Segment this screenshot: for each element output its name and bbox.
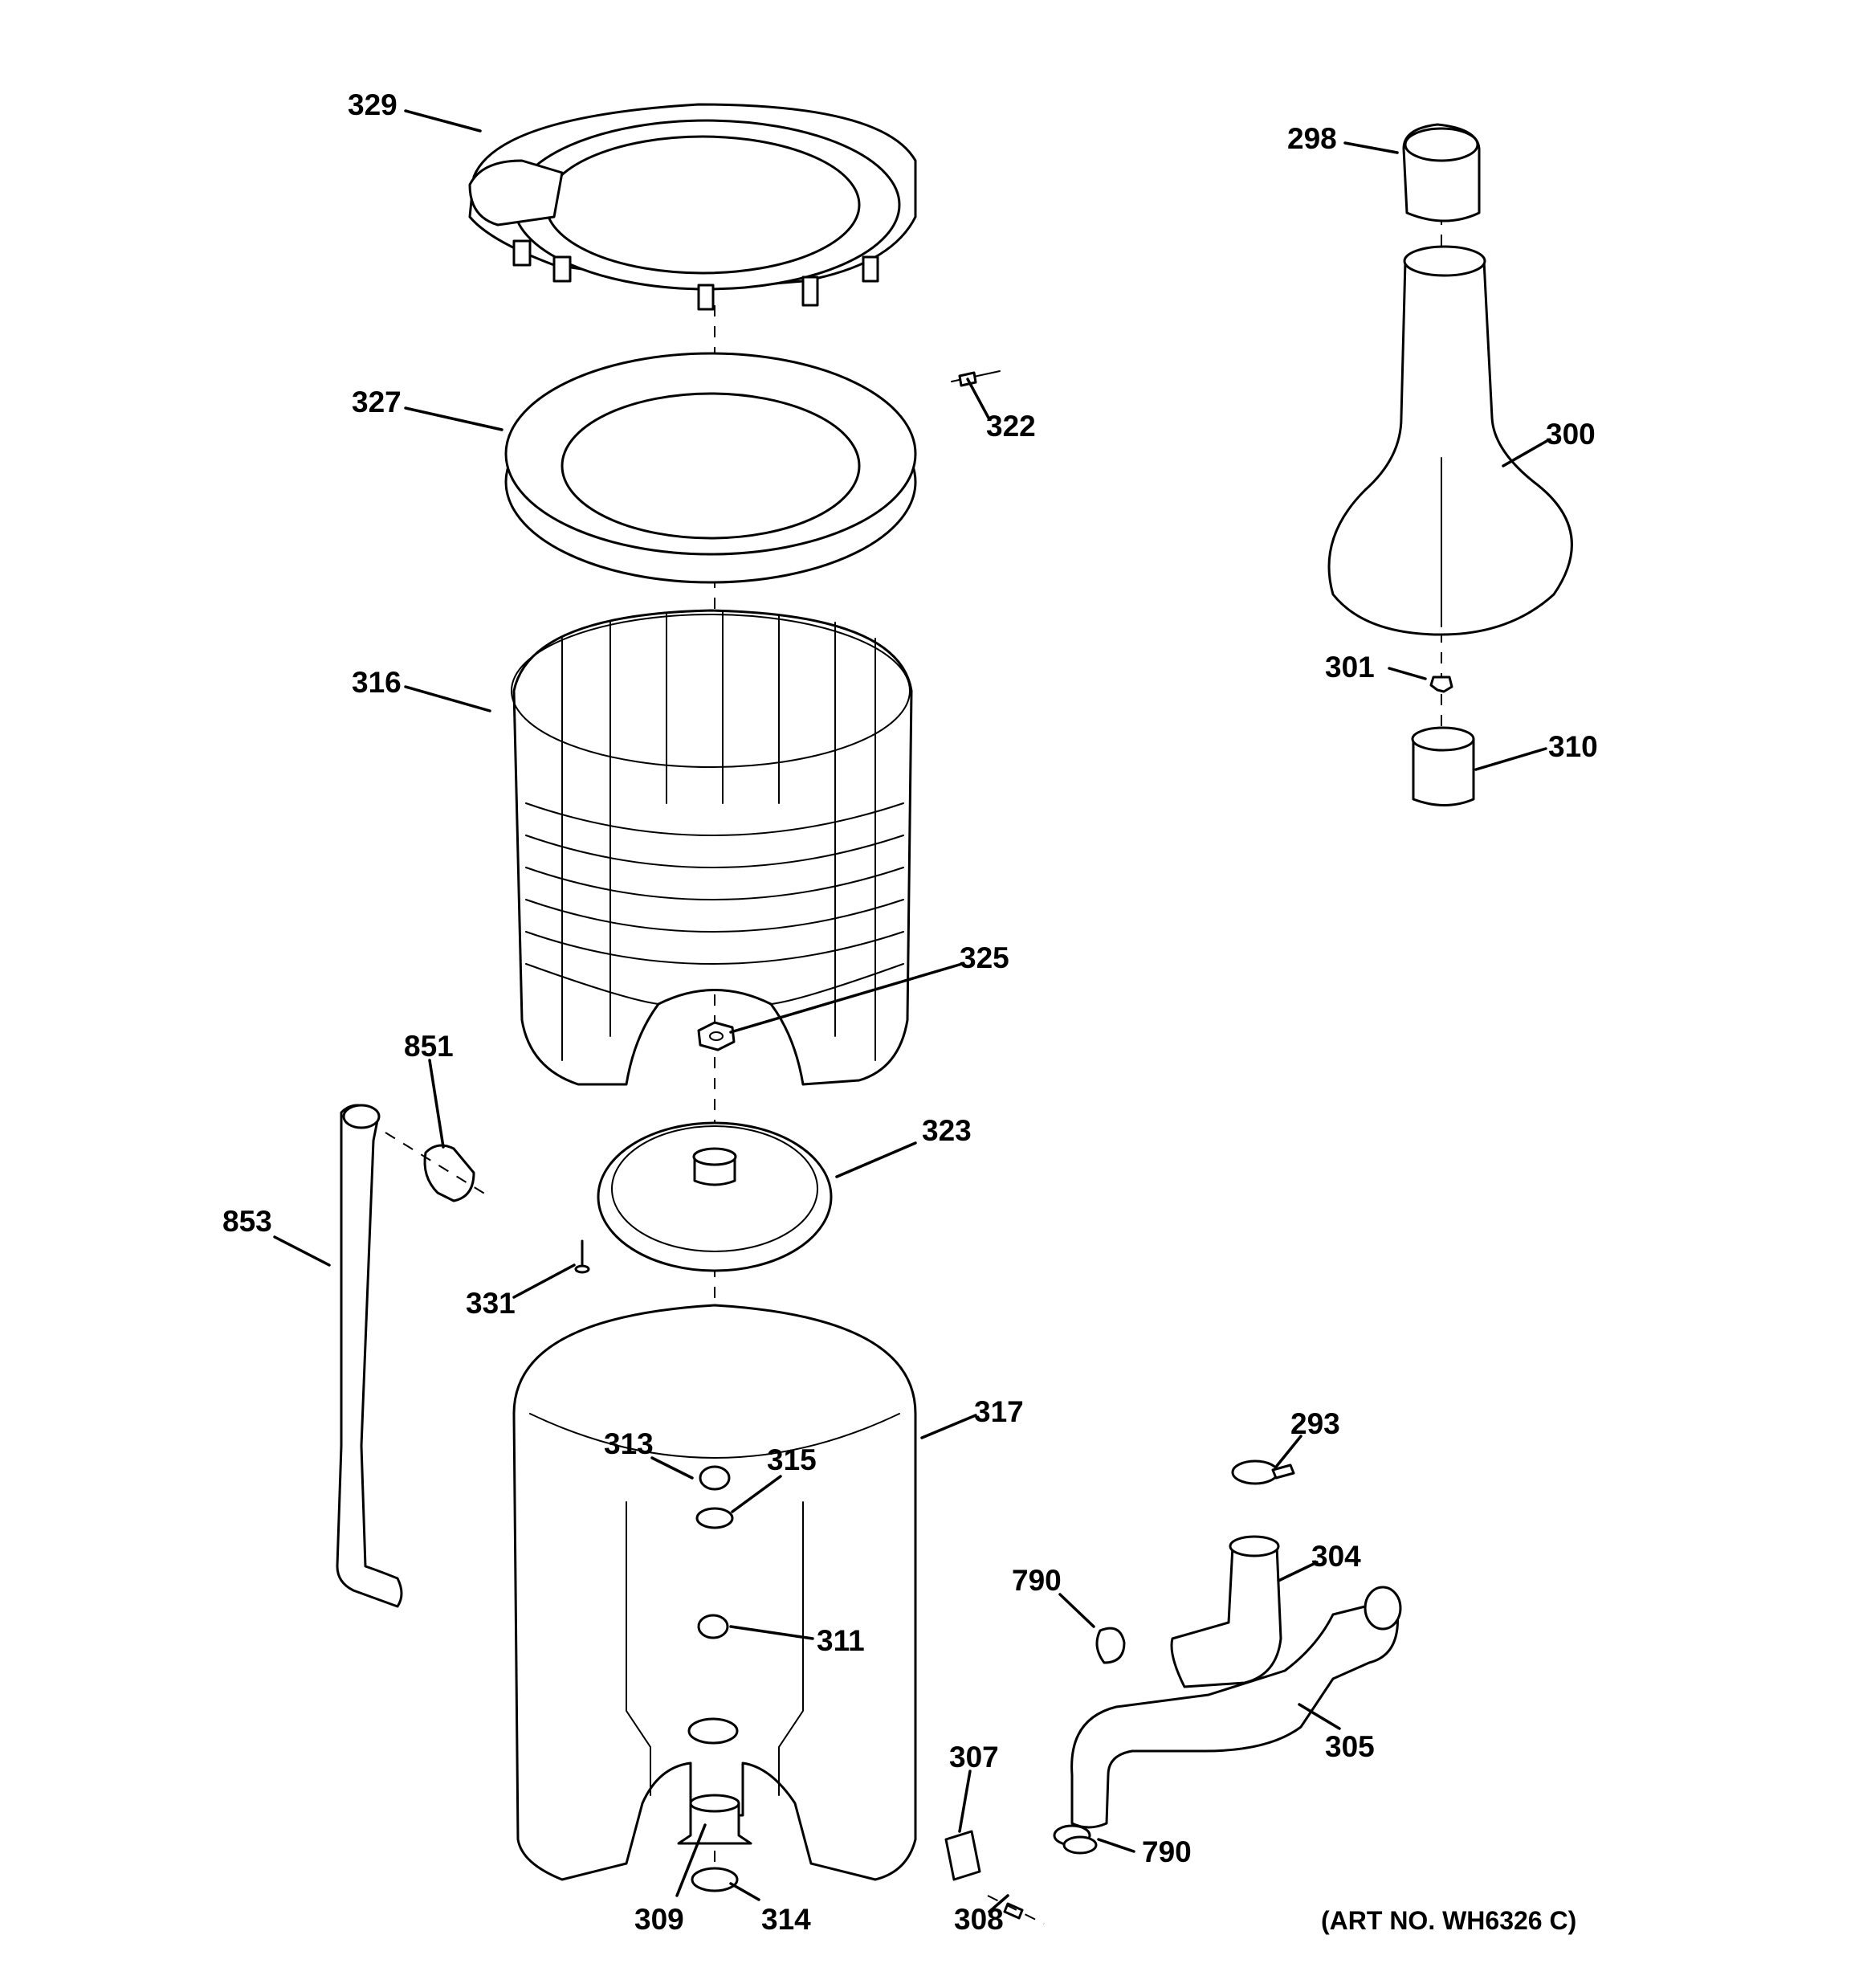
callout-329: 329 (348, 88, 397, 121)
callout-317: 317 (974, 1395, 1024, 1428)
callout-315: 315 (767, 1443, 817, 1476)
part-301-bolt (1429, 676, 1453, 693)
callout-322: 322 (986, 410, 1036, 443)
part-305-drain-hose (1070, 1586, 1402, 1829)
part-298-agitator-cap (1402, 123, 1481, 222)
callout-790-lower: 790 (1142, 1835, 1192, 1868)
part-331-screw (574, 1239, 590, 1274)
part-329-tub-cover (468, 103, 917, 311)
callout-300: 300 (1546, 418, 1596, 451)
part-300-agitator (1327, 245, 1573, 636)
part-310-agitator-base (1411, 726, 1475, 806)
part-314-washer (691, 1867, 739, 1892)
callout-307: 307 (949, 1741, 999, 1774)
callout-323: 323 (922, 1114, 972, 1147)
callout-310: 310 (1548, 730, 1598, 763)
art-number-label: (ART NO. WH6326 C) (1321, 1906, 1576, 1935)
part-304-drain-hose-elbow (1170, 1535, 1282, 1688)
part-322-screw (951, 370, 1001, 387)
callout-301: 301 (1325, 651, 1375, 684)
callout-313: 313 (604, 1427, 654, 1460)
part-315-washer (695, 1507, 734, 1529)
callout-298: 298 (1287, 122, 1337, 155)
part-308-screw (987, 1895, 1045, 1925)
callout-309: 309 (634, 1903, 684, 1936)
callout-293: 293 (1290, 1407, 1340, 1440)
part-316-spin-basket (511, 609, 913, 1086)
callout-311: 311 (817, 1624, 865, 1657)
part-327-balance-ring (504, 352, 917, 584)
callout-331: 331 (466, 1287, 516, 1320)
part-317-outer-tub (512, 1304, 917, 1881)
callout-325: 325 (960, 941, 1009, 974)
part-307-bracket (944, 1830, 981, 1881)
callout-305: 305 (1325, 1730, 1375, 1763)
callout-790-upper: 790 (1012, 1564, 1062, 1597)
part-293-hose-clamp (1231, 1459, 1295, 1485)
part-323-basket-hub-plate (597, 1121, 833, 1272)
callout-316: 316 (352, 666, 402, 699)
part-790-hose-clamp-upper (1095, 1627, 1126, 1664)
callout-853: 853 (222, 1205, 272, 1238)
part-851-clip (423, 1144, 475, 1202)
part-853-tube (336, 1104, 403, 1608)
callout-304: 304 (1311, 1540, 1361, 1573)
callout-308: 308 (954, 1903, 1004, 1936)
part-790-hose-clamp-lower (1053, 1824, 1098, 1855)
callout-314: 314 (761, 1903, 811, 1936)
callout-851: 851 (404, 1030, 454, 1063)
leader-lines (273, 109, 1550, 1913)
part-309-coupling (677, 1794, 752, 1845)
callout-327: 327 (352, 386, 402, 418)
part-325-hub-nut (697, 1021, 736, 1051)
